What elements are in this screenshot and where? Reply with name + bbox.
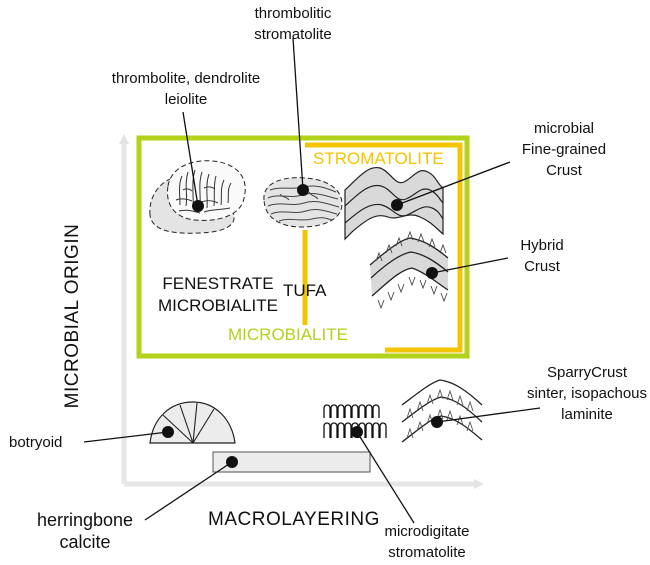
hybrid-line-1: Hybrid [502, 235, 582, 256]
sparry-crust-icon [402, 380, 482, 442]
stromatolite-label: STROMATOLITE [313, 148, 444, 170]
thrombolite-icon [150, 161, 245, 233]
fine-grained-line-1: microbial [504, 118, 624, 139]
thrombolitic-line-1: thrombolitic [238, 3, 348, 24]
fenestrate-line-2: MICROBIALITE [154, 295, 282, 317]
fenestrate-line-1: FENESTRATE [154, 273, 282, 295]
tufa-label: TUFA [283, 280, 326, 302]
microdigitate-line-2: stromatolite [372, 542, 482, 563]
thrombolite-line-1: thrombolite, dendrolite [86, 68, 286, 89]
sparry-crust-label: SparryCrust sinter, isopachous laminite [522, 362, 650, 425]
microbialite-label: MICROBIALITE [228, 324, 348, 346]
microdigitate-stromatolite-label: microdigitate stromatolite [372, 521, 482, 563]
thrombolite-label: thrombolite, dendrolite leiolite [86, 68, 286, 110]
fine-grained-line-3: Crust [504, 160, 624, 181]
botryoid-icon [150, 402, 235, 443]
sparry-line-2: sinter, isopachous [522, 383, 650, 404]
y-axis-label: MICROBIAL ORIGIN [62, 191, 84, 441]
fine-grained-line-2: Fine-grained [504, 139, 624, 160]
herringbone-line-1: herringbone [20, 509, 150, 531]
thrombolite-line-2: leiolite [86, 89, 286, 110]
fine-grained-crust-label: microbial Fine-grained Crust [504, 118, 624, 181]
fenestrate-microbialite-label: FENESTRATE MICROBIALITE [154, 273, 282, 317]
hybrid-line-2: Crust [502, 256, 582, 277]
sparry-line-3: laminite [522, 404, 650, 425]
sparry-line-1: SparryCrust [522, 362, 650, 383]
herringbone-calcite-label: herringbone calcite [20, 509, 150, 553]
herringbone-line-2: calcite [20, 531, 150, 553]
x-axis-label: MACROLAYERING [208, 509, 380, 530]
microdigitate-line-1: microdigitate [372, 521, 482, 542]
thrombolitic-stromatolite-label: thrombolitic stromatolite [238, 3, 348, 45]
hybrid-crust-label: Hybrid Crust [502, 235, 582, 277]
botryoid-label: botryoid [9, 432, 62, 453]
thrombolitic-line-2: stromatolite [238, 24, 348, 45]
